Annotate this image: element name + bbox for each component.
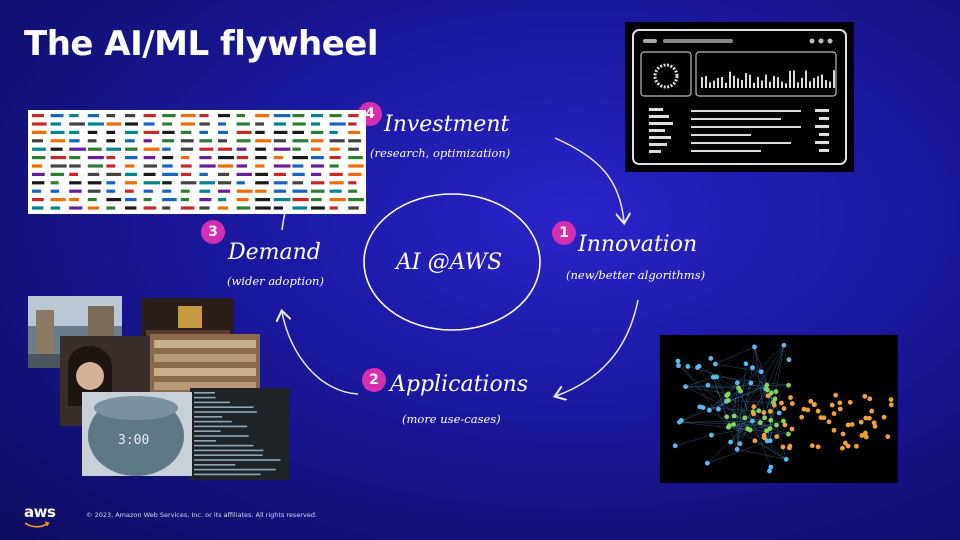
- center-circle: [363, 193, 541, 331]
- stage-1-badge: 1: [552, 221, 576, 245]
- stage-3-badge: 3: [201, 220, 225, 244]
- copyright-footer: © 2023, Amazon Web Services, Inc. or its…: [86, 511, 318, 519]
- svg-text:3:00: 3:00: [118, 433, 149, 448]
- arrow-investment-innovation: [554, 137, 624, 222]
- stage-2-label: Applications: [390, 372, 529, 397]
- stage-3-label: Demand: [228, 240, 321, 265]
- stage-4-label: Investment: [384, 112, 510, 137]
- stage-2-sub: (more use-cases): [402, 412, 501, 426]
- stage-3-sub: (wider adoption): [227, 274, 324, 288]
- stage-1-sub: (new/better algorithms): [566, 268, 706, 282]
- aws-smile-icon: [24, 521, 50, 528]
- network-graph-icon: [660, 335, 898, 483]
- customer-logos-icon: [28, 110, 366, 214]
- stage-4-sub: (research, optimization): [370, 146, 511, 160]
- applications-collage: 3:00: [28, 296, 290, 480]
- aws-logo: aws: [24, 503, 56, 521]
- stage-2-badge: 2: [362, 368, 386, 392]
- stage-1-label: Innovation: [578, 232, 698, 257]
- center-label: AI @AWS: [396, 250, 503, 275]
- arrow-applications-demand: [282, 312, 359, 395]
- slide-title: The AI/ML flywheel: [24, 24, 379, 64]
- dashboard-icon: [625, 22, 854, 172]
- arrow-innovation-applications: [556, 299, 639, 396]
